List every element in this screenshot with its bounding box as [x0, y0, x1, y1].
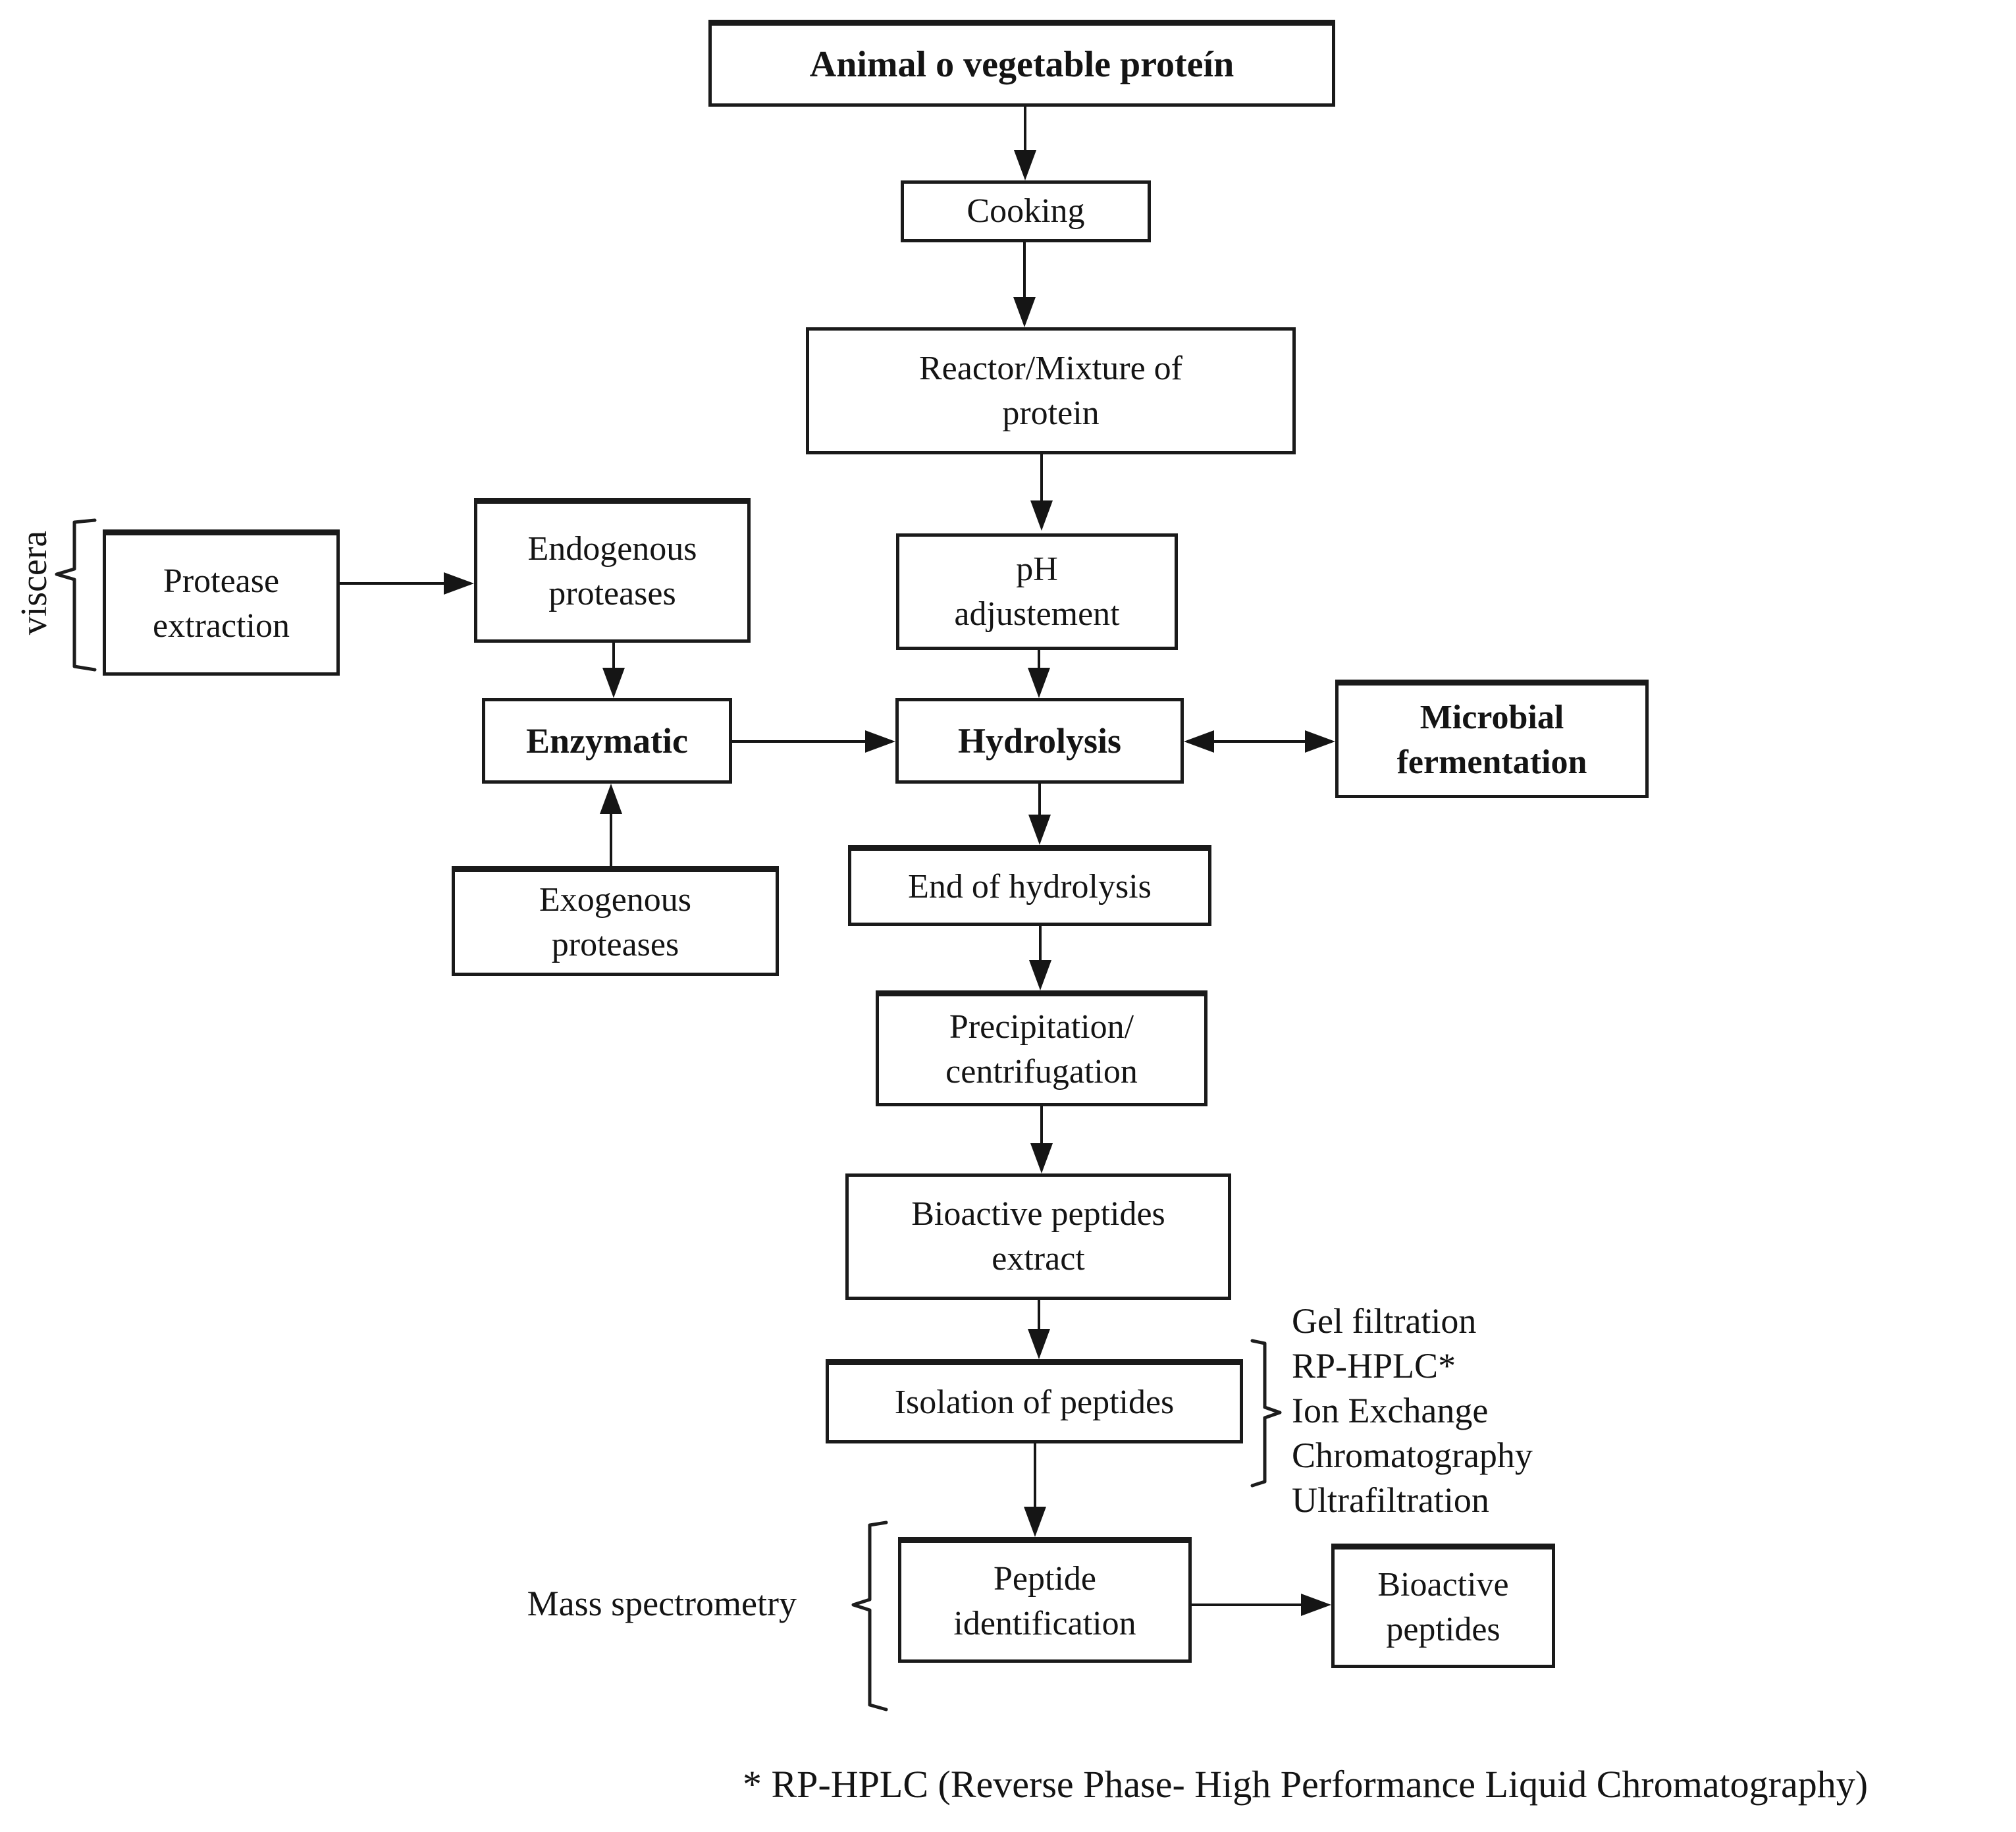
node-bioactive-peptides-extract: Bioactive peptides extract [845, 1173, 1231, 1300]
node-animal-protein: Animal o vegetable proteín [708, 20, 1335, 107]
node-endogenous-proteases: Endogenous proteases [474, 498, 751, 643]
arrow-extract-to-isolation [1028, 1300, 1050, 1359]
isolation-methods-bracket [1250, 1339, 1282, 1488]
node-isolation-of-peptides: Isolation of peptides [826, 1359, 1243, 1443]
node-cooking: Cooking [901, 180, 1151, 242]
node-microbial-fermentation: Microbial fermentation [1335, 680, 1649, 798]
node-peptide-identification: Peptide identification [898, 1537, 1192, 1663]
rp-hplc-footnote: * RP-HPLC (Reverse Phase- High Performan… [743, 1763, 1869, 1806]
arrow-cooking-to-reactor [1013, 242, 1036, 327]
node-bioactive-peptides: Bioactive peptides [1331, 1544, 1555, 1668]
arrow-enzymatic-to-hydrolysis [732, 730, 895, 753]
node-protease-extraction: Protease extraction [103, 529, 340, 676]
node-hydrolysis: Hydrolysis [895, 698, 1184, 784]
arrow-hydrolysis-to-end [1028, 784, 1051, 845]
mass-spectrometry-label: Mass spectrometry [527, 1584, 797, 1623]
arrow-precipitation-to-extract [1030, 1106, 1053, 1173]
node-ph-adjustement: pH adjustement [896, 533, 1178, 650]
isolation-methods-list: Gel filtration RP-HPLC* Ion Exchange Chr… [1292, 1299, 1533, 1522]
arrow-endogenous-to-enzymatic [602, 643, 625, 698]
arrow-reactor-to-ph [1030, 454, 1053, 531]
arrow-exogenous-to-enzymatic [600, 784, 622, 866]
method-ultrafiltration: Ultrafiltration [1292, 1480, 1489, 1520]
node-exogenous-proteases: Exogenous proteases [452, 866, 779, 976]
arrow-protease-to-endogenous [340, 572, 474, 595]
node-precipitation-centrifugation: Precipitation/ centrifugation [876, 990, 1207, 1106]
arrow-isolation-to-identification [1024, 1443, 1046, 1537]
mass-spectrometry-bracket [851, 1521, 888, 1711]
arrow-ph-to-hydrolysis [1028, 650, 1050, 698]
arrow-animal-to-cooking [1014, 107, 1036, 180]
node-reactor-mixture: Reactor/Mixture of protein [806, 327, 1296, 454]
node-enzymatic: Enzymatic [482, 698, 732, 784]
arrow-hydrolysis-microbial-bidirectional [1184, 730, 1335, 753]
method-chromatography: Chromatography [1292, 1436, 1533, 1475]
arrow-end-to-precipitation [1029, 926, 1051, 990]
viscera-label: viscera [14, 530, 55, 635]
viscera-bracket [55, 518, 97, 672]
method-gel-filtration: Gel filtration [1292, 1301, 1477, 1341]
method-ion-exchange: Ion Exchange [1292, 1391, 1489, 1430]
node-end-of-hydrolysis: End of hydrolysis [848, 845, 1211, 926]
method-rp-hplc: RP-HPLC* [1292, 1346, 1456, 1386]
arrow-identification-to-bioactive [1192, 1594, 1331, 1616]
